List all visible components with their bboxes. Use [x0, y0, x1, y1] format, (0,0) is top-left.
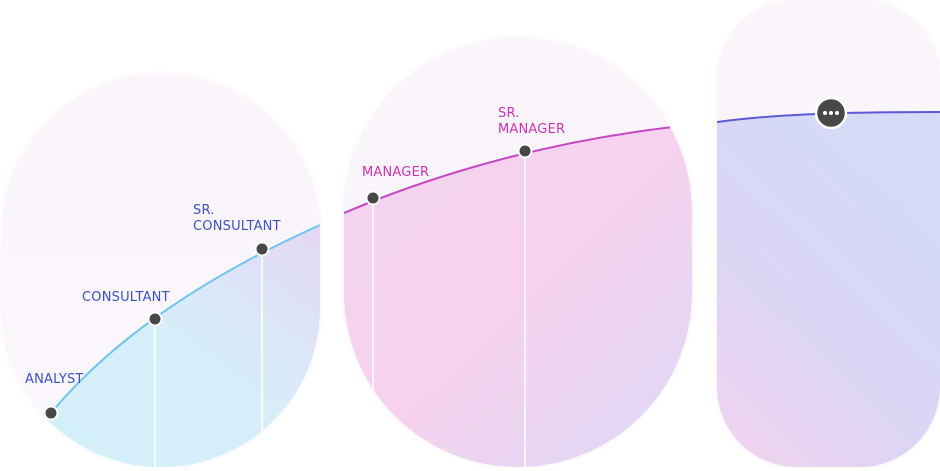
marker-manager	[365, 190, 381, 206]
label-sr-consultant: SR. CONSULTANT	[193, 203, 281, 234]
label-manager: MANAGER	[362, 165, 429, 180]
label-sr-manager-line-2: MANAGER	[498, 122, 565, 137]
ellipsis-icon	[823, 111, 839, 115]
marker-sr-manager	[517, 143, 533, 159]
marker-sr-consultant	[254, 241, 270, 257]
panel-junior-stage	[2, 74, 320, 467]
marker-consultant	[147, 311, 163, 327]
label-sr-consultant-line-1: SR.	[193, 203, 215, 218]
label-consultant-line: CONSULTANT	[82, 290, 170, 305]
area-fill-junior	[2, 225, 320, 467]
label-consultant: CONSULTANT	[82, 290, 170, 305]
panel-manager-stage	[344, 38, 692, 467]
growth-curve-manager	[344, 124, 692, 214]
growth-curve-junior	[50, 224, 320, 414]
label-manager-line: MANAGER	[362, 165, 429, 180]
more-stages-button[interactable]	[814, 96, 848, 130]
label-sr-consultant-line-2: CONSULTANT	[193, 219, 281, 234]
area-fill-senior	[717, 112, 940, 467]
label-analyst: ANALYST	[25, 372, 84, 387]
panel-senior-stage	[717, 0, 940, 467]
label-sr-manager-line-1: SR.	[498, 106, 520, 121]
growth-curve-senior	[717, 111, 940, 123]
marker-analyst	[43, 405, 59, 421]
area-fill-manager	[344, 125, 692, 467]
label-analyst-line: ANALYST	[25, 372, 84, 387]
label-sr-manager: SR. MANAGER	[498, 106, 565, 137]
